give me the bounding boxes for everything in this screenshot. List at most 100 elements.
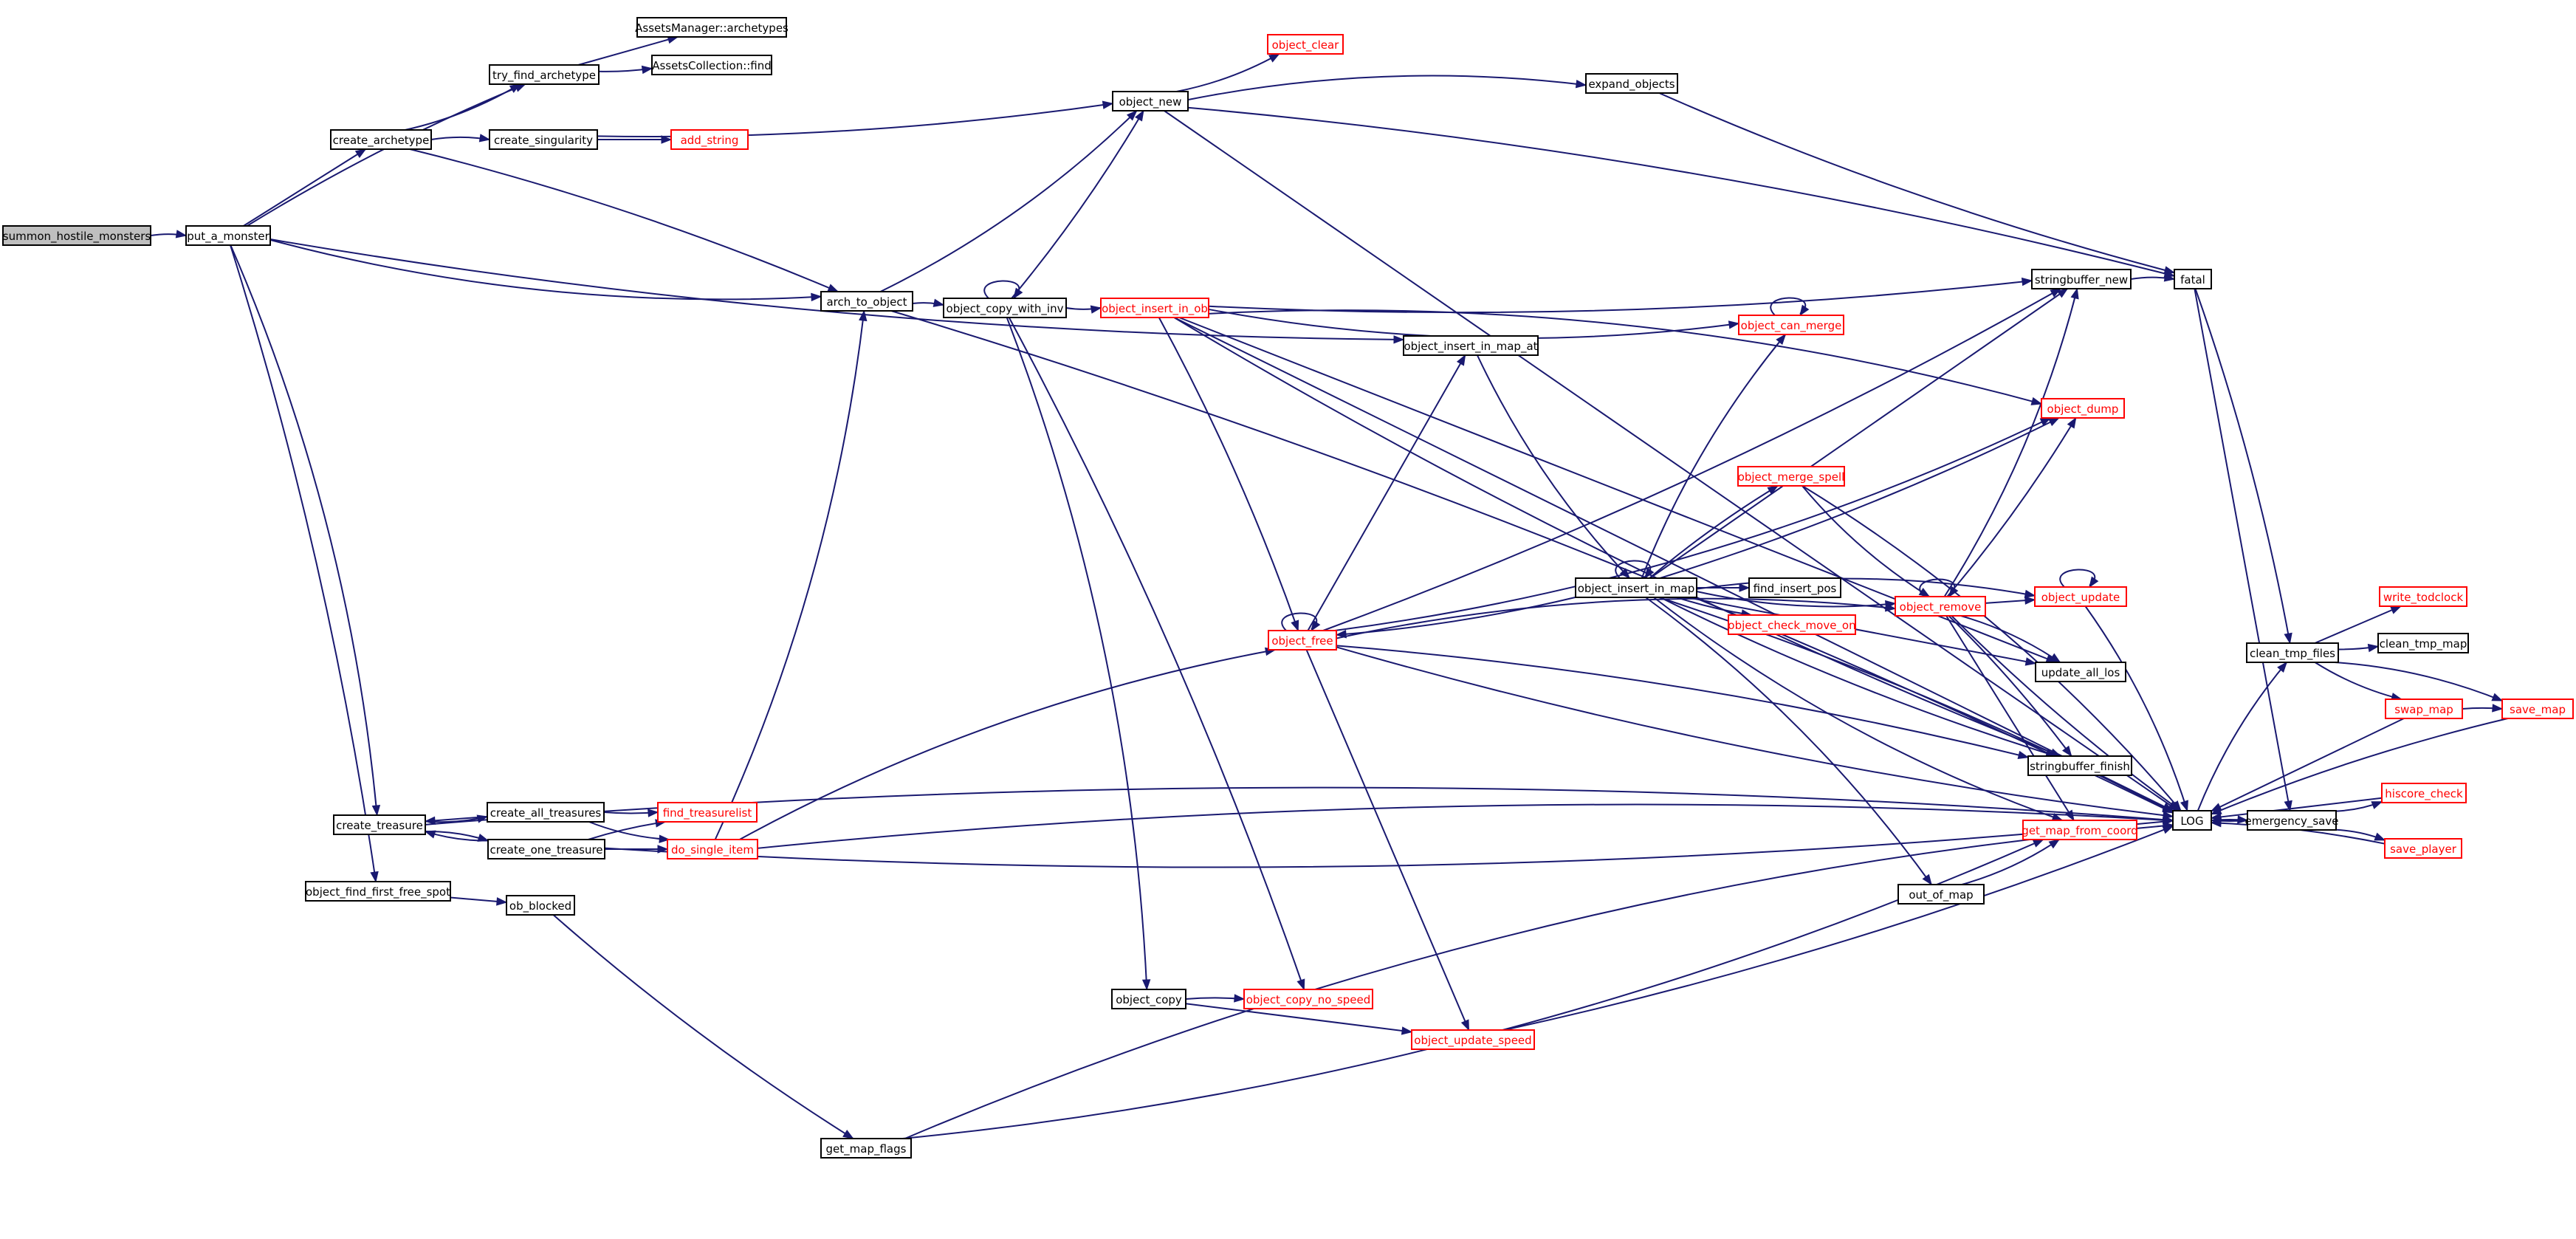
node-object_insert_in_ob[interactable]: object_insert_in_ob: [1100, 298, 1209, 318]
node-box-clean_tmp_map[interactable]: [2377, 633, 2469, 653]
node-stringbuffer_finish[interactable]: stringbuffer_finish: [2027, 755, 2132, 776]
node-out_of_map[interactable]: out_of_map: [1897, 884, 1985, 905]
node-write_todclock[interactable]: write_todclock: [2379, 586, 2467, 607]
node-object_update[interactable]: object_update: [2034, 586, 2127, 607]
node-box-create_archetype[interactable]: [330, 129, 432, 150]
node-box-LOG[interactable]: [2172, 810, 2212, 831]
node-box-object_can_merge[interactable]: [1738, 315, 1844, 335]
node-box-create_singularity[interactable]: [489, 129, 598, 150]
node-box-object_copy[interactable]: [1111, 989, 1186, 1009]
node-box-object_update[interactable]: [2034, 586, 2127, 607]
node-box-object_check_move_on[interactable]: [1728, 614, 1856, 635]
node-object_new[interactable]: object_new: [1112, 91, 1189, 111]
node-add_string[interactable]: add_string: [670, 129, 749, 150]
node-box-stringbuffer_new[interactable]: [2031, 269, 2132, 289]
node-update_all_los[interactable]: update_all_los: [2035, 662, 2126, 682]
node-box-hiscore_check[interactable]: [2381, 783, 2467, 803]
node-stringbuffer_new[interactable]: stringbuffer_new: [2031, 269, 2132, 289]
node-box-fatal[interactable]: [2174, 269, 2212, 289]
node-LOG[interactable]: LOG: [2172, 810, 2212, 831]
node-box-object_clear[interactable]: [1267, 34, 1344, 55]
node-object_find_first_free_spot[interactable]: object_find_first_free_spot: [305, 881, 451, 902]
node-hiscore_check[interactable]: hiscore_check: [2381, 783, 2467, 803]
node-box-expand_objects[interactable]: [1585, 73, 1678, 94]
node-box-ob_blocked[interactable]: [506, 895, 575, 916]
node-create_archetype[interactable]: create_archetype: [330, 129, 432, 150]
node-box-object_insert_in_map[interactable]: [1575, 577, 1697, 598]
node-box-AssetsCollection_find[interactable]: [651, 55, 772, 75]
node-find_treasurelist[interactable]: find_treasurelist: [657, 802, 758, 823]
node-box-get_map_from_coord[interactable]: [2022, 820, 2137, 840]
node-box-object_find_first_free_spot[interactable]: [305, 881, 451, 902]
node-box-object_remove[interactable]: [1895, 596, 1986, 617]
node-get_map_from_coord[interactable]: get_map_from_coord: [2022, 820, 2138, 840]
node-box-do_single_item[interactable]: [667, 839, 758, 859]
node-box-update_all_los[interactable]: [2035, 662, 2126, 682]
node-box-out_of_map[interactable]: [1897, 884, 1985, 905]
node-fatal[interactable]: fatal: [2174, 269, 2212, 289]
node-object_insert_in_map[interactable]: object_insert_in_map: [1575, 577, 1697, 598]
node-get_map_flags[interactable]: get_map_flags: [820, 1138, 912, 1159]
node-do_single_item[interactable]: do_single_item: [667, 839, 758, 859]
node-box-object_insert_in_ob[interactable]: [1100, 298, 1209, 318]
node-clean_tmp_files[interactable]: clean_tmp_files: [2246, 642, 2339, 663]
node-box-create_one_treasure[interactable]: [487, 839, 605, 859]
node-box-object_copy_with_inv[interactable]: [943, 298, 1067, 318]
node-object_check_move_on[interactable]: object_check_move_on: [1728, 614, 1856, 635]
node-box-AssetsManager_archetypes[interactable]: [636, 17, 787, 38]
node-box-get_map_flags[interactable]: [820, 1138, 912, 1159]
node-box-summon_hostile_monsters[interactable]: [2, 225, 151, 246]
node-AssetsManager_archetypes[interactable]: AssetsManager::archetypes: [635, 17, 789, 38]
node-object_free[interactable]: object_free: [1268, 630, 1337, 651]
node-find_insert_pos[interactable]: find_insert_pos: [1748, 577, 1841, 598]
node-box-object_merge_spell[interactable]: [1737, 466, 1845, 487]
node-object_update_speed[interactable]: object_update_speed: [1411, 1029, 1535, 1050]
node-box-clean_tmp_files[interactable]: [2246, 642, 2339, 663]
node-create_singularity[interactable]: create_singularity: [489, 129, 598, 150]
node-save_map[interactable]: save_map: [2501, 699, 2574, 719]
node-object_clear[interactable]: object_clear: [1267, 34, 1344, 55]
node-create_all_treasures[interactable]: create_all_treasures: [487, 802, 605, 823]
node-box-write_todclock[interactable]: [2379, 586, 2467, 607]
node-save_player[interactable]: save_player: [2384, 838, 2462, 859]
node-box-save_player[interactable]: [2384, 838, 2462, 859]
node-box-object_new[interactable]: [1112, 91, 1189, 111]
node-AssetsCollection_find[interactable]: AssetsCollection::find: [651, 55, 772, 75]
node-box-put_a_monster[interactable]: [185, 225, 271, 246]
node-box-object_update_speed[interactable]: [1411, 1029, 1535, 1050]
node-clean_tmp_map[interactable]: clean_tmp_map: [2377, 633, 2469, 653]
node-object_can_merge[interactable]: object_can_merge: [1738, 315, 1844, 335]
node-swap_map[interactable]: swap_map: [2385, 699, 2463, 719]
node-object_merge_spell[interactable]: object_merge_spell: [1737, 466, 1845, 487]
node-object_remove[interactable]: object_remove: [1895, 596, 1986, 617]
node-box-try_find_archetype[interactable]: [489, 64, 600, 85]
node-object_insert_in_map_at[interactable]: object_insert_in_map_at: [1403, 335, 1539, 356]
node-box-swap_map[interactable]: [2385, 699, 2463, 719]
node-summon_hostile_monsters[interactable]: summon_hostile_monsters: [2, 225, 151, 246]
node-create_treasure[interactable]: create_treasure: [333, 814, 426, 835]
node-box-arch_to_object[interactable]: [820, 291, 913, 312]
node-box-add_string[interactable]: [670, 129, 749, 150]
node-try_find_archetype[interactable]: try_find_archetype: [489, 64, 600, 85]
node-box-create_treasure[interactable]: [333, 814, 426, 835]
node-emergency_save[interactable]: emergency_save: [2245, 810, 2339, 831]
node-box-create_all_treasures[interactable]: [487, 802, 605, 823]
node-box-object_insert_in_map_at[interactable]: [1403, 335, 1539, 356]
node-object_copy[interactable]: object_copy: [1111, 989, 1186, 1009]
node-object_dump[interactable]: object_dump: [2041, 398, 2125, 419]
node-ob_blocked[interactable]: ob_blocked: [506, 895, 575, 916]
node-box-save_map[interactable]: [2501, 699, 2574, 719]
node-box-emergency_save[interactable]: [2247, 810, 2337, 831]
node-expand_objects[interactable]: expand_objects: [1585, 73, 1678, 94]
node-object_copy_with_inv[interactable]: object_copy_with_inv: [943, 298, 1067, 318]
node-box-object_free[interactable]: [1268, 630, 1337, 651]
node-arch_to_object[interactable]: arch_to_object: [820, 291, 913, 312]
node-box-object_copy_no_speed[interactable]: [1243, 989, 1373, 1009]
node-box-find_treasurelist[interactable]: [657, 802, 758, 823]
node-box-find_insert_pos[interactable]: [1748, 577, 1841, 598]
node-box-object_dump[interactable]: [2041, 398, 2125, 419]
node-put_a_monster[interactable]: put_a_monster: [185, 225, 271, 246]
node-box-stringbuffer_finish[interactable]: [2027, 755, 2132, 776]
node-object_copy_no_speed[interactable]: object_copy_no_speed: [1243, 989, 1373, 1009]
node-create_one_treasure[interactable]: create_one_treasure: [487, 839, 605, 859]
